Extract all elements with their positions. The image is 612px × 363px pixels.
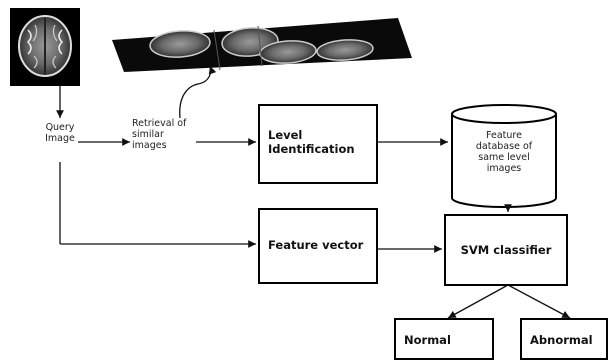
query-mri-image — [10, 8, 80, 86]
retrieval-curve-arrow — [179, 65, 217, 119]
normal-label: Normal — [404, 333, 451, 347]
level-identification-box: Level Identification — [258, 104, 378, 184]
level-identification-label: Level Identification — [268, 128, 355, 156]
feature-database-cylinder — [451, 104, 557, 208]
normal-box: Normal — [394, 318, 494, 360]
abnormal-box: Abnormal — [520, 318, 608, 360]
feature-vector-label: Feature vector — [268, 238, 364, 252]
arrow-svm-to-abnormal — [507, 284, 571, 319]
retrieved-images-strip — [112, 18, 412, 72]
feature-database-label: Feature database of same level images — [475, 130, 533, 174]
query-image-label: Query Image — [45, 122, 75, 144]
feature-vector-box: Feature vector — [258, 208, 378, 284]
retrieval-label: Retrieval of similar images — [132, 118, 187, 151]
svm-classifier-box: SVM classifier — [444, 214, 568, 286]
svm-classifier-label: SVM classifier — [460, 243, 552, 257]
abnormal-label: Abnormal — [530, 333, 593, 347]
arrow-svm-to-normal — [447, 284, 509, 319]
